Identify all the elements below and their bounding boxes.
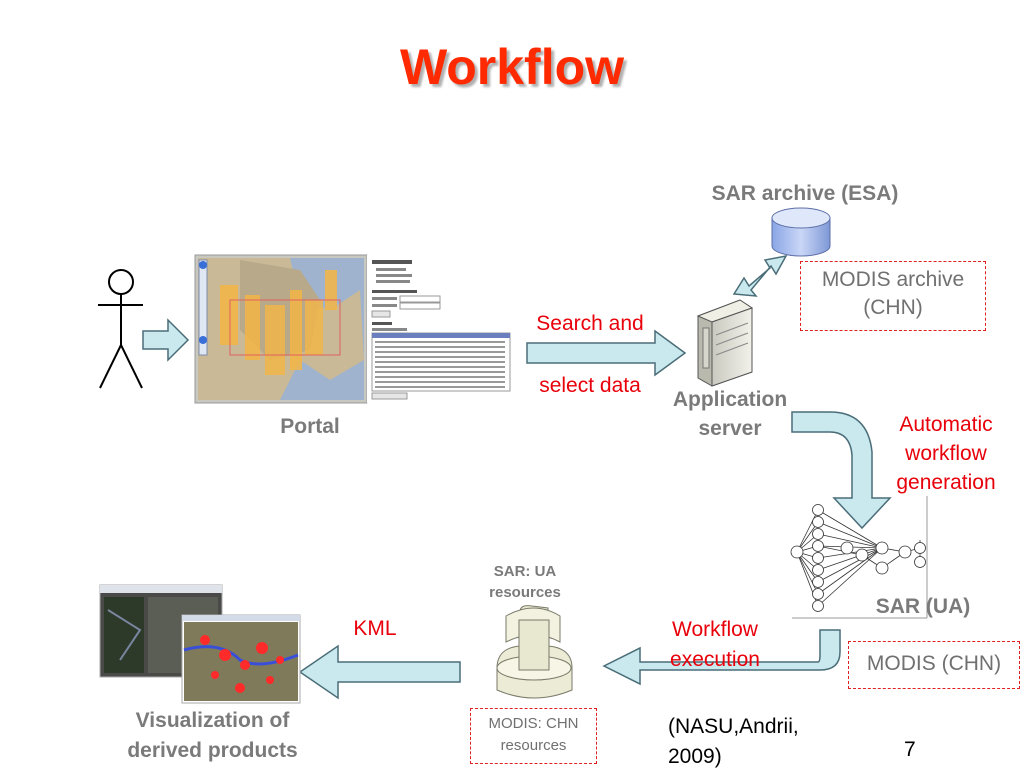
- workflow-execution-label: Workflow execution: [640, 615, 790, 675]
- application-server-label: Application server: [650, 385, 810, 443]
- user-figure-icon: [98, 269, 143, 389]
- automatic-workflow-label: Automatic workflow generation: [876, 410, 1016, 497]
- automatic-workflow-line2: workflow: [905, 442, 987, 465]
- citation-line2: 2009): [668, 745, 722, 768]
- visualization-label-line2: derived products: [127, 739, 298, 762]
- application-server-label-line1: Application: [672, 388, 788, 411]
- modis-chn-resources-line2: resources: [500, 737, 567, 754]
- page-title: Workflow: [399, 39, 625, 95]
- automatic-workflow-line1: Automatic: [899, 413, 993, 436]
- kml-label: KML: [353, 617, 397, 640]
- sar-ua-resources-label: SAR: UA resources: [460, 561, 590, 603]
- visualization-label-line1: Visualization of: [135, 709, 290, 732]
- citation: (NASU,Andrii, 2009): [668, 712, 848, 772]
- modis-chn-resources-box: MODIS: CHN resources: [470, 708, 597, 764]
- arrow-server-to-workflow: [791, 411, 892, 530]
- automatic-workflow-line3: generation: [896, 471, 996, 494]
- modis-chn-label: MODIS (CHN): [866, 652, 1002, 675]
- arrow-user-to-portal: [142, 318, 190, 362]
- modis-archive-box: MODIS archive (CHN): [800, 261, 986, 331]
- portal-screenshot: [194, 254, 512, 404]
- visualization-label: Visualization of derived products: [95, 706, 330, 766]
- arrow-kml: [298, 644, 461, 700]
- arrow-portal-to-server: [526, 329, 687, 377]
- sar-ua-resources-line1: SAR: UA: [493, 563, 557, 580]
- sar-ua-label: SAR (UA): [875, 595, 971, 618]
- modis-chn-box: MODIS (CHN): [848, 641, 1020, 689]
- workflow-execution-line1: Workflow: [672, 618, 758, 641]
- workflow-execution-line2: execution: [670, 648, 760, 671]
- arrow-workflow-execution: [602, 629, 841, 686]
- resources-tower-icon: [496, 605, 573, 699]
- page-number: 7: [904, 738, 916, 761]
- arrow-archive-server: [732, 254, 788, 297]
- search-label-line1: Search and: [536, 312, 644, 335]
- sar-archive-label: SAR archive (ESA): [711, 182, 899, 205]
- sar-ua-resources-line2: resources: [489, 584, 561, 601]
- application-server-label-line2: server: [698, 417, 762, 440]
- workflow-graph: [790, 496, 928, 619]
- citation-line1: (NASU,Andrii,: [668, 715, 799, 738]
- modis-archive-label: MODIS archive (CHN): [821, 268, 965, 319]
- modis-chn-resources-line1: MODIS: CHN: [488, 715, 579, 732]
- application-server-icon: [696, 299, 754, 387]
- visualization-screenshots: [99, 584, 301, 704]
- portal-label: Portal: [280, 415, 340, 438]
- search-label-line2: select data: [539, 374, 641, 397]
- sar-archive-database-icon: [771, 207, 831, 257]
